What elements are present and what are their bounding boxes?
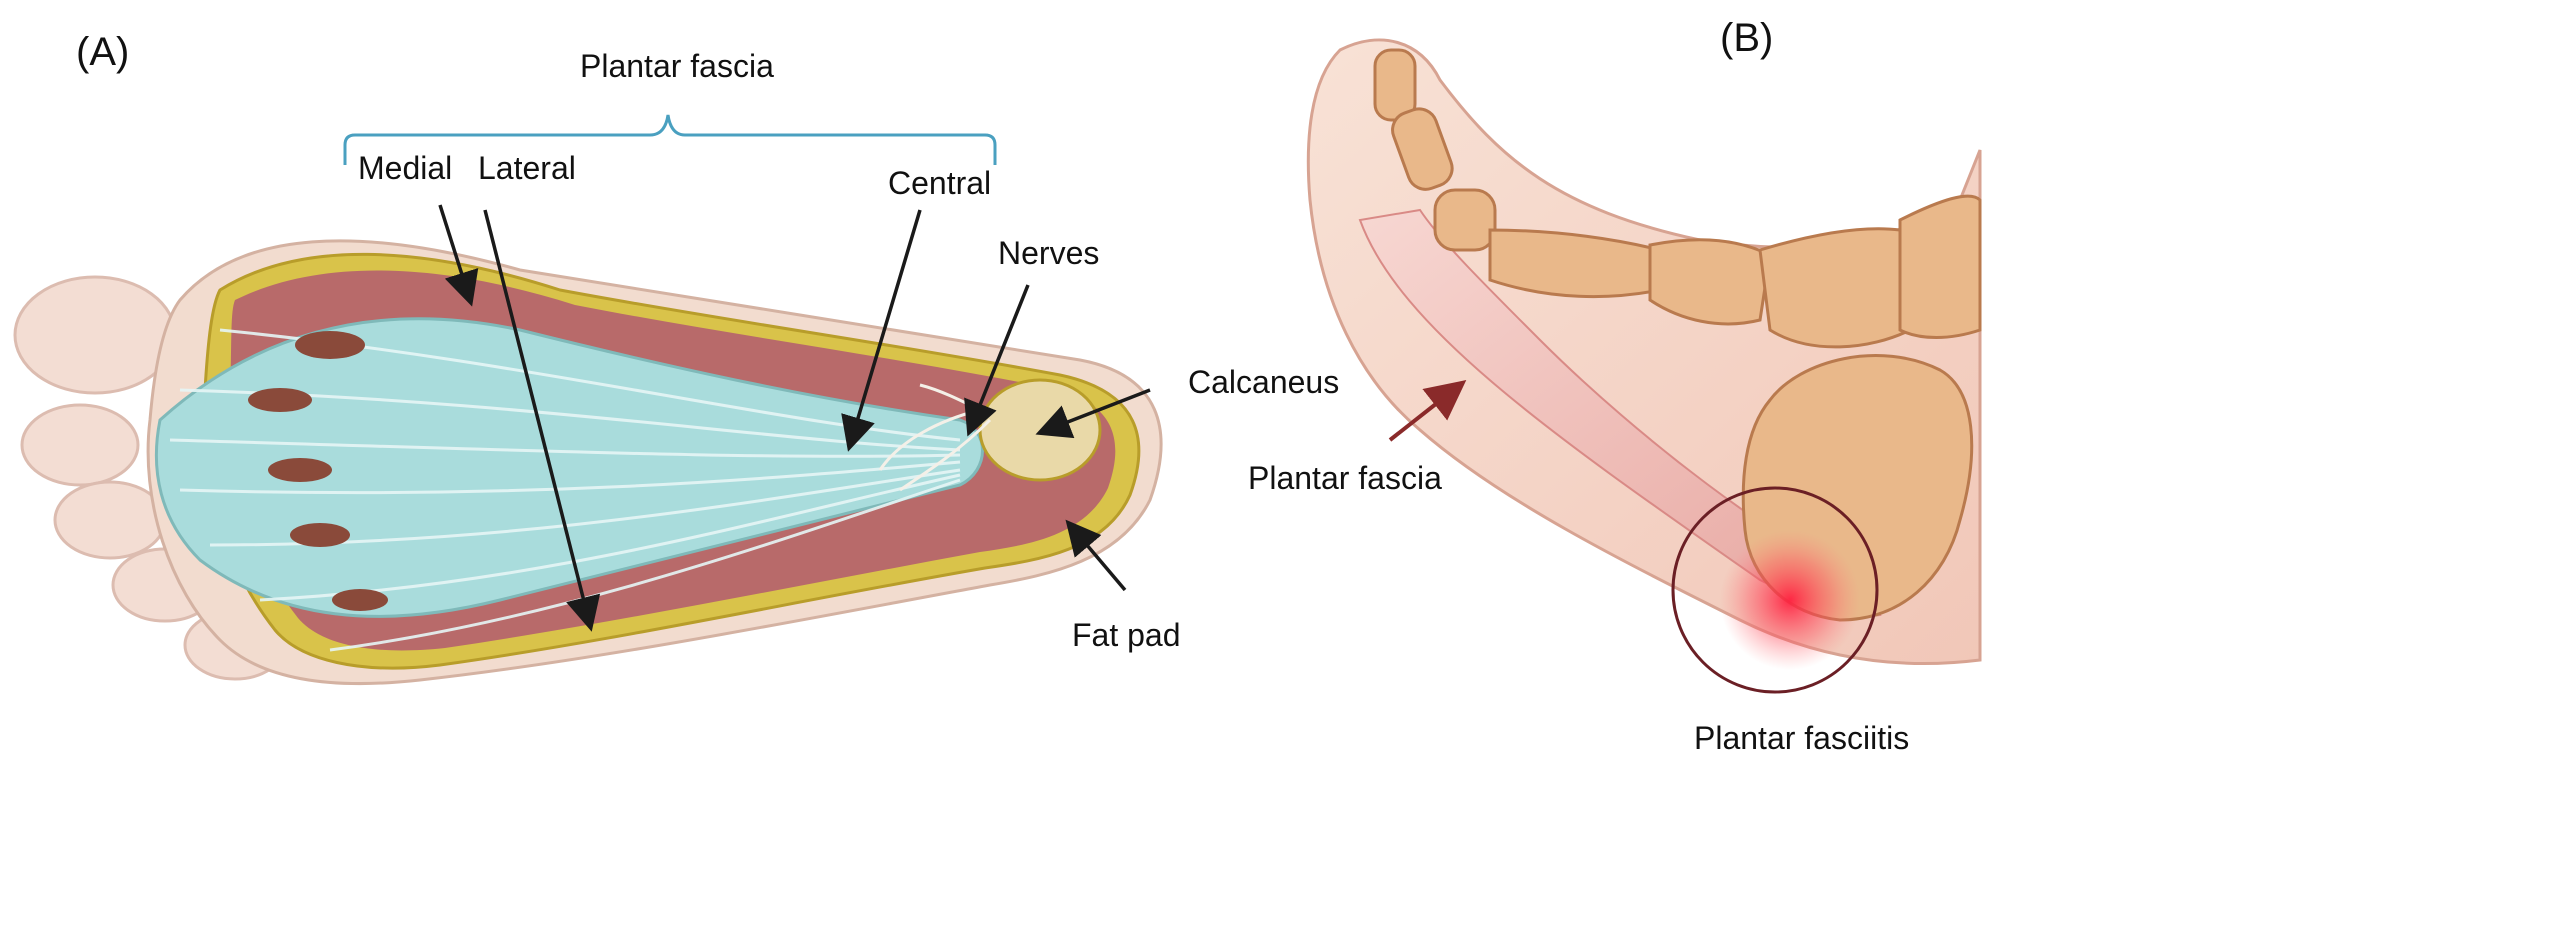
fat-pad-label: Fat pad <box>1072 617 1181 653</box>
central-label: Central <box>888 165 992 201</box>
plantar-fascia-bracket-label: Plantar fascia <box>580 48 774 84</box>
panel-a-label: (A) <box>76 30 130 74</box>
foot-dissection-illustration <box>13 239 1163 686</box>
medial-label: Medial <box>358 150 453 186</box>
lateral-label: Lateral <box>478 150 576 186</box>
plantar-fascia-arrow <box>1388 380 1467 442</box>
fasciitis-highlight-circle <box>1671 486 1879 694</box>
lateral-arrow <box>483 209 601 632</box>
metatarsal-gaps <box>248 331 388 611</box>
toe-1 <box>13 275 177 395</box>
nerves-label: Nerves <box>998 235 1100 271</box>
toe-3 <box>53 480 167 560</box>
toe-2 <box>20 403 140 487</box>
panel-a-arrows <box>438 204 1151 632</box>
panel-b-plantar-fascia-label: Plantar fascia <box>1240 456 1450 501</box>
central-arrow <box>841 209 922 452</box>
plantar-fascia-bracket <box>343 114 997 165</box>
plantar-fasciitis-label: Plantar fasciitis <box>1694 720 1910 756</box>
fat-pad-arrow <box>1065 519 1127 592</box>
medial-arrow <box>438 204 479 307</box>
panel-b-label: (B) <box>1720 16 1774 60</box>
inflammation-glow <box>1720 530 1860 670</box>
calcaneus-shape <box>978 378 1102 482</box>
calcaneus-arrow <box>1035 388 1151 439</box>
calcaneus-label: Calcaneus <box>1180 360 1348 405</box>
nerves-arrow <box>964 284 1030 437</box>
foot-side-illustration <box>1306 38 1982 694</box>
